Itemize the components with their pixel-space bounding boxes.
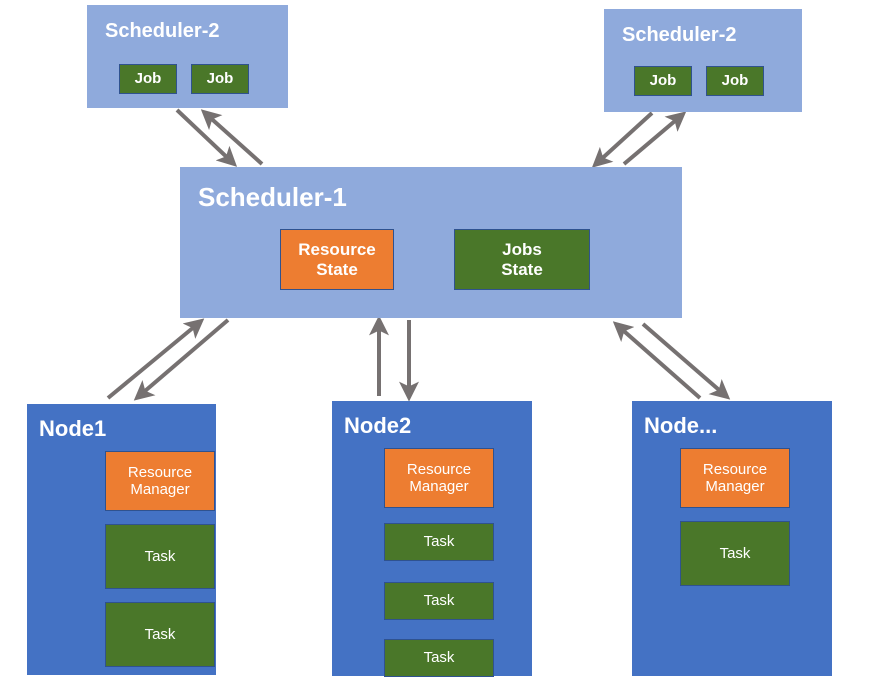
node-2-resource-manager[interactable]: Resource Manager (384, 448, 494, 508)
arrow-sched2-left-to-sched1 (175, 108, 238, 167)
scheduler2-right-job-2[interactable]: Job (706, 66, 764, 96)
node-1-task-1[interactable]: Task (105, 524, 215, 589)
node-1-title: Node1 (39, 416, 107, 441)
arrow-sched1-to-node3 (641, 322, 731, 400)
node-2-task-3[interactable]: Task (384, 639, 494, 677)
node-2-task-1[interactable]: Task (384, 523, 494, 561)
scheduler2-right-title: Scheduler-2 (622, 24, 737, 46)
scheduler2-left-job-2[interactable]: Job (191, 64, 249, 94)
scheduler2-left[interactable]: Scheduler-2 Job Job (87, 5, 288, 108)
scheduler2-right-job-1[interactable]: Job (634, 66, 692, 96)
scheduler1-title: Scheduler-1 (198, 182, 347, 212)
scheduler2-right[interactable]: Scheduler-2 Job Job (604, 9, 802, 112)
jobs-state-line-1: Jobs (502, 239, 542, 259)
node-3-resource-manager[interactable]: Resource Manager (680, 448, 790, 508)
arrow-node3-to-sched1 (612, 321, 702, 400)
node-2[interactable]: Node2 Resource Manager Task Task Task (332, 401, 532, 677)
arrow-sched1-to-sched2-right (622, 111, 687, 166)
jobs-state-line-2: State (501, 259, 543, 279)
jobs-state-chip[interactable]: Jobs State (454, 229, 590, 290)
arrow-sched1-to-node1 (133, 318, 230, 401)
node-1-rm-line-1: Resource (127, 463, 193, 481)
resource-state-line-2: State (316, 259, 358, 279)
node-3-title: Node... (644, 413, 718, 438)
node-3-rm-line-1: Resource (702, 460, 768, 478)
node-1-resource-manager[interactable]: Resource Manager (105, 451, 215, 511)
scheduler2-left-job-1[interactable]: Job (119, 64, 177, 94)
node-1-task-2[interactable]: Task (105, 602, 215, 667)
scheduler1[interactable]: Scheduler-1 Resource State Jobs State (180, 167, 682, 318)
node-3-rm-line-2: Manager (705, 478, 765, 495)
node-3-task-1[interactable]: Task (680, 521, 790, 586)
node-2-task-2[interactable]: Task (384, 582, 494, 620)
node-2-title: Node2 (344, 413, 412, 438)
resource-state-chip[interactable]: Resource State (280, 229, 394, 290)
node-2-rm-line-1: Resource (406, 460, 472, 478)
resource-state-line-1: Resource (298, 239, 376, 259)
arrow-sched2-right-to-sched1 (591, 111, 654, 168)
arrow-sched1-to-sched2-left (200, 109, 264, 166)
node-2-rm-line-2: Manager (409, 478, 469, 495)
scheduler2-left-title: Scheduler-2 (105, 20, 220, 42)
node-1-rm-line-2: Manager (130, 481, 190, 498)
node-3[interactable]: Node... Resource Manager Task (632, 401, 832, 676)
arrow-node1-to-sched1 (106, 318, 205, 400)
node-1[interactable]: Node1 Resource Manager Task Task (27, 404, 216, 675)
